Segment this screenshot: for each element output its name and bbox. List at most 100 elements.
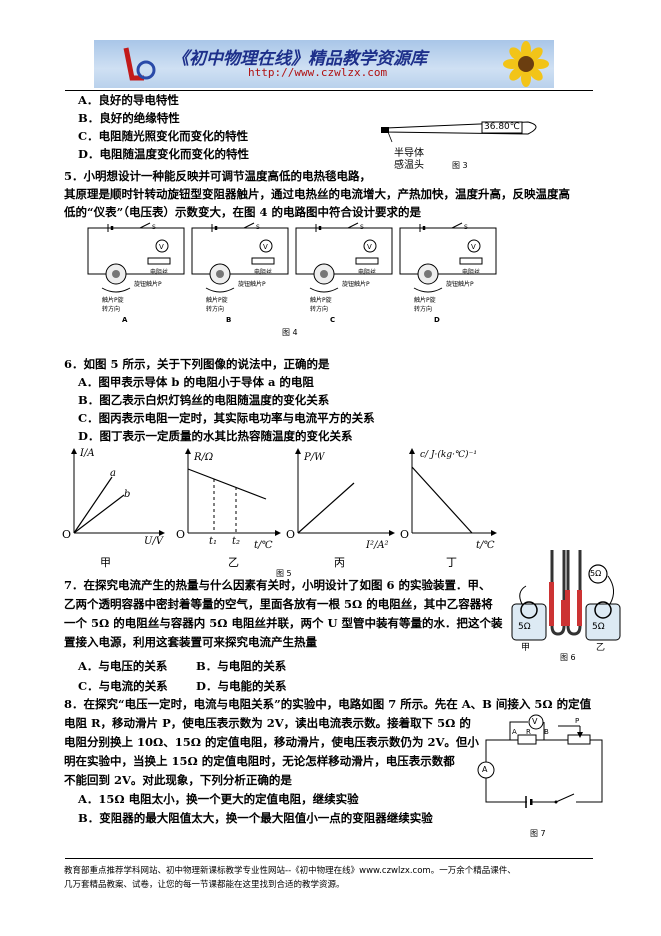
figure-6-jia: 甲 [521,643,531,653]
figure-5-caption: 图 5 [276,569,292,578]
figure-7-r-label: R [526,728,531,736]
graph-ding-origin: O [400,528,410,541]
q6-option-d: D．图丁表示一定质量的水其比热容随温度的变化关系 [78,429,353,443]
q7-line-3: 一个 5Ω 的电阻丝与容器内 5Ω 电阻丝并联，两个 U 型管中装有等量的水．把… [64,616,503,630]
circuit-frame-c [295,227,393,275]
circuit-option-letter-c: C [330,316,335,324]
figure-6-caption: 图 6 [560,653,576,662]
circuit-dir-label-2: 转方向 [414,305,432,313]
circuit-wire-d [459,257,483,265]
circuit-dir-label-1: 触片P旋 [414,296,436,304]
figure-6-yi: 乙 [596,643,606,653]
graph-yi-t2: t₂ [232,536,241,547]
graph-yi-y-label: R/Ω [194,452,214,463]
circuit-frame-d [399,227,497,275]
circuit-option-letter-b: B [226,316,231,324]
circuit-switch-label: S [464,224,468,231]
q8-line-4: 明在实验中，当换上 15Ω 的定值电阻时，无论怎样移动滑片，电压表示数都 [64,754,455,768]
q4-option-c: C．电阻随光照变化而变化的特性 [78,129,249,143]
header-title: 《初中物理在线》精品教学资源库 [172,49,427,69]
q6-stem: 6．如图 5 所示，关于下列图像的说法中，正确的是 [64,357,330,371]
circuit-knob-center [320,270,328,278]
graph-yi-origin: O [176,528,186,541]
circuit-rotation-arrow [101,287,131,293]
graph-yi-t1: t₁ [209,536,218,547]
graph-jia-line-b [73,494,125,534]
graph-yi-line [187,468,267,500]
graph-ding-name: 丁 [446,556,457,569]
thermometer-figure [381,121,537,143]
circuit-rotation-arrow [309,287,339,293]
circuit-dir-label-1: 触片P旋 [310,296,332,304]
q8-line-1: 8．在探究“电压一定时，电流与电阻关系”的实验中，电路如图 7 所示。先在 A、… [64,697,592,711]
circuit-voltmeter-b [259,239,273,253]
circuit-wire-label: 电阻丝 [254,268,272,276]
circuit-switch-label: S [256,224,260,231]
logo-icon [123,47,156,81]
circuit-dir-label-1: 触片P旋 [206,296,228,304]
circuit-wire-a [147,257,171,265]
thermometer-label-1: 半导体 [394,148,424,159]
circuit-switch-label: S [152,224,156,231]
q6-option-a: A．图甲表示导体 b 的电阻小于导体 a 的电阻 [78,375,314,389]
circuit-dir-label-1: 触片P旋 [102,296,124,304]
q5-line-3: 低的“仪表”（电压表）示数变大，在图 4 的电路图中符合设计要求的是 [64,205,421,219]
circuit-switch-a [139,222,151,229]
graph-bing-y-label: P/W [304,452,325,463]
circuit-rotation-arrow [413,287,443,293]
header-url[interactable]: http://www.czwlzx.com [248,66,388,79]
footer-rule [65,858,593,859]
circuit-voltmeter-label: V [263,243,268,251]
circuit-wire-b [251,257,275,265]
circuit-knob-label: 旋钮触片P [134,280,162,288]
graph-jia-b-label: b [124,489,131,500]
circuit-knob-center [216,270,224,278]
q8-option-a: A．15Ω 电阻太小，换一个更大的定值电阻，继续实验 [78,792,359,806]
graph-jia-x-label: U/V [144,536,164,547]
circuit-knob-label: 旋钮触片P [342,280,370,288]
q4-option-b: B．良好的绝缘特性 [78,111,180,125]
q6-option-b: B．图乙表示白炽灯钨丝的电阻随温度的变化关系 [78,393,330,407]
graph-ding-y-label: c/ J·(kg·℃)⁻¹ [420,450,477,460]
figure-6-r-jia: 5Ω [518,622,531,632]
circuit-option-letter-d: D [434,316,440,324]
circuit-switch-label: S [360,224,364,231]
graph-ding-x-label: t/℃ [476,540,495,551]
graphs-figure-5 [71,448,497,536]
figure-7-voltmeter-label: V [532,717,538,726]
figure-4-caption: 图 4 [282,328,298,337]
q7-option-d: D．与电能的关系 [196,679,287,693]
figure-7-ammeter-label: A [482,765,488,774]
graph-ding-line [411,466,473,534]
circuit-voltmeter-a [155,239,169,253]
footer-line-1: 教育部重点推荐学科网站、初中物理新课标教学专业性网站--《初中物理在线》www.… [64,866,516,876]
q8-line-3: 电阻分别换上 10Ω、15Ω 的定值电阻，移动滑片，使电压表示数仍为 2V。但小 [64,735,479,749]
graph-jia-name: 甲 [100,556,111,569]
circuit-wire-label: 电阻丝 [150,268,168,276]
q8-line-5: 不能回到 2V。对此现象，下列分析正确的是 [64,773,292,787]
circuit-voltmeter-label: V [159,243,164,251]
header-banner [94,40,554,88]
graph-yi-x-label: t/℃ [254,540,273,551]
graph-jia-origin: O [62,528,72,541]
circuit-wire-label: 电阻丝 [358,268,376,276]
circuit-wire-label: 电阻丝 [462,268,480,276]
circuit-switch-c [347,222,359,229]
circuit-switch-d [451,222,463,229]
q4-option-d: D．电阻随温度变化而变化的特性 [78,147,249,161]
graph-jia-line-a [73,476,113,534]
q5-line-1: 5．小明想设计一种能反映并可调节温度高低的电热毯电路， [64,169,371,183]
circuit-dir-label-2: 转方向 [102,305,120,313]
q8-option-b: B．变阻器的最大阻值太大，换一个最大阻值小一点的变阻器继续实验 [78,811,433,825]
circuit-frame-a [87,227,185,275]
q7-line-4: 置接入电源，利用这套装置可来探究电流产生热量 [64,635,317,649]
circuit-knob-center [112,270,120,278]
circuit-diagrams: SV电阻丝旋钮触片P触片P旋转方向ASV电阻丝旋钮触片P触片P旋转方向BSV电阻… [87,222,497,324]
figure-7-caption: 图 7 [530,829,546,838]
figure-7-circuit [477,714,603,808]
figure-6-r-parallel: 5Ω [590,569,602,578]
q6-option-c: C．图丙表示电阻一定时，其实际电功率与电流平方的关系 [78,411,375,425]
q4-option-a: A．良好的导电特性 [78,93,179,107]
circuit-rotation-arrow [205,287,235,293]
